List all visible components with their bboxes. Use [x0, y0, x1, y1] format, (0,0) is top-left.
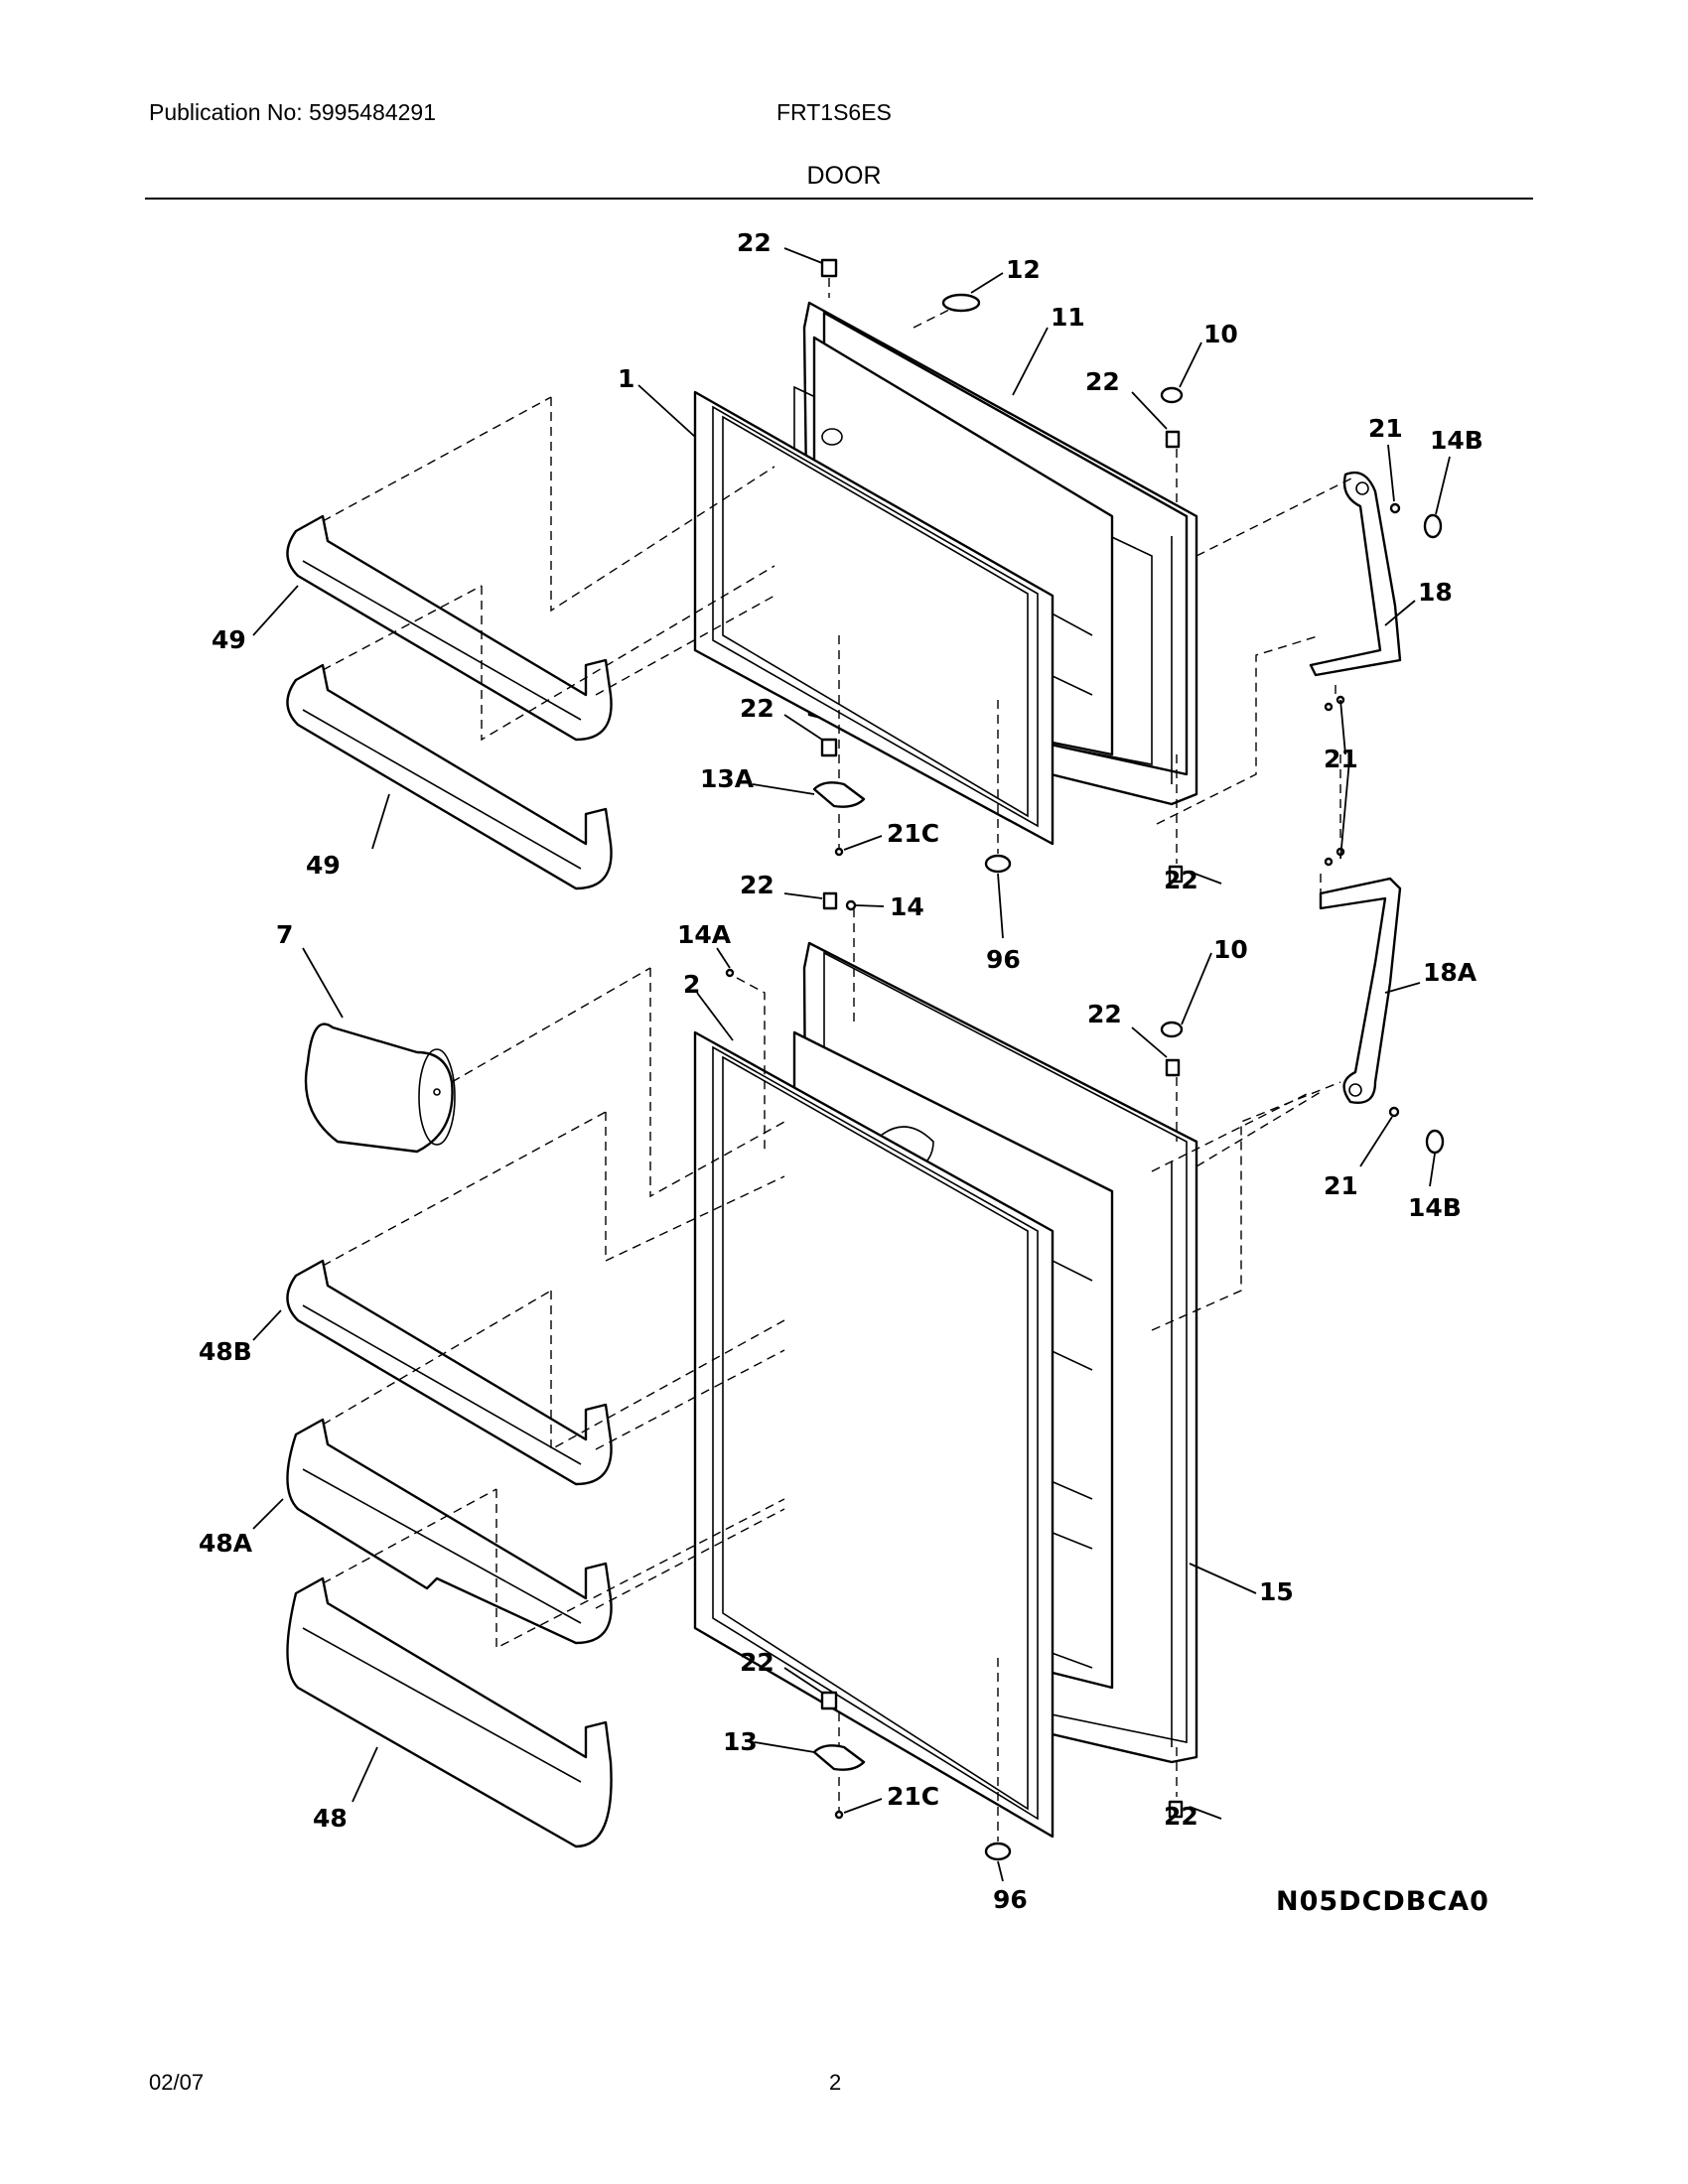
header-rule	[145, 198, 1533, 200]
callout-49: 49	[211, 625, 246, 654]
callout-labels: 22 12 11 10 22 1 21 14B 18 49 22 21 13A …	[199, 228, 1483, 1914]
callout-22: 22	[740, 1648, 774, 1677]
callout-14A: 14A	[677, 920, 732, 949]
callout-22: 22	[1164, 1802, 1198, 1831]
callout-22: 22	[1164, 866, 1198, 894]
callout-15: 15	[1259, 1577, 1294, 1606]
assembly-lines	[322, 278, 1356, 1842]
callout-22: 22	[740, 694, 774, 723]
callout-21: 21	[1368, 414, 1403, 443]
callout-14B: 14B	[1430, 426, 1483, 455]
fresh-food-door-gasket	[693, 1030, 1055, 1839]
callout-21: 21	[1324, 1171, 1358, 1200]
callout-22: 22	[1087, 1000, 1122, 1028]
callout-1: 1	[618, 364, 634, 393]
callout-10: 10	[1203, 320, 1238, 348]
footer-date: 02/07	[149, 2070, 205, 2095]
callout-18A: 18A	[1423, 958, 1477, 987]
callout-21C: 21C	[887, 819, 939, 848]
callout-96: 96	[986, 945, 1021, 974]
lower-door-shelf-49	[286, 663, 613, 890]
callout-13A: 13A	[700, 764, 755, 793]
callout-14: 14	[890, 892, 924, 921]
callout-22: 22	[1085, 367, 1120, 396]
diagram-code: N05DCDBCA0	[1276, 1886, 1489, 1917]
callout-11: 11	[1051, 303, 1085, 332]
model-number: FRT1S6ES	[776, 99, 892, 125]
callout-48: 48	[313, 1804, 348, 1833]
callout-48A: 48A	[199, 1529, 253, 1558]
callout-14B: 14B	[1408, 1193, 1462, 1222]
center-hinge-18A	[1319, 877, 1402, 1104]
callout-2: 2	[683, 970, 700, 999]
callout-49: 49	[306, 851, 341, 880]
callout-13: 13	[723, 1727, 758, 1756]
callout-12: 12	[1006, 255, 1041, 284]
top-hinge-18	[1309, 471, 1402, 677]
callout-18: 18	[1418, 578, 1453, 607]
small-hardware	[725, 258, 1445, 1861]
callout-22: 22	[740, 871, 774, 899]
callout-22: 22	[737, 228, 772, 257]
page-number: 2	[829, 2070, 842, 2095]
callout-21: 21	[1324, 745, 1358, 773]
callout-48B: 48B	[199, 1337, 252, 1366]
leader-lines	[252, 247, 1451, 1882]
door-bin-48A	[286, 1418, 613, 1645]
dairy-door-7	[304, 1023, 456, 1154]
publication-number: Publication No: 5995484291	[149, 99, 437, 125]
door-shelf-48B	[286, 1259, 613, 1486]
callout-10: 10	[1213, 935, 1248, 964]
upper-door-shelf-49	[286, 514, 613, 742]
callout-7: 7	[276, 920, 293, 949]
callout-96: 96	[993, 1885, 1028, 1914]
section-title: DOOR	[806, 162, 882, 190]
freezer-door-gasket	[693, 390, 1055, 846]
door-bin-48	[286, 1576, 613, 1848]
callout-21C: 21C	[887, 1782, 939, 1811]
